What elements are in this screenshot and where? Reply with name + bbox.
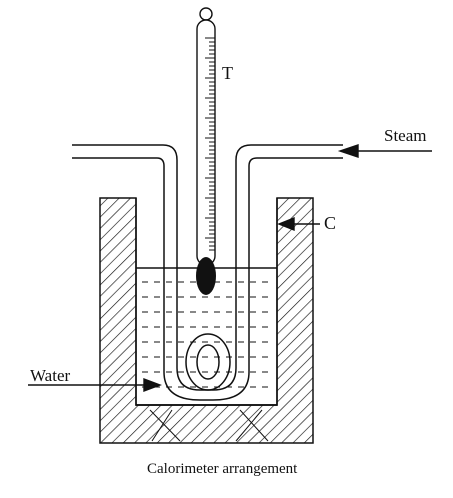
water-label: Water [30, 366, 71, 385]
diagram-caption: Calorimeter arrangement [147, 461, 298, 477]
calorimeter-label: C [324, 213, 337, 233]
label-arrows [28, 144, 432, 393]
steam-tube [72, 144, 343, 401]
thermometer-bulb [196, 257, 216, 295]
thermometer-label: T [222, 63, 233, 83]
thermometer [196, 7, 216, 295]
steam-label: Steam [384, 126, 427, 145]
